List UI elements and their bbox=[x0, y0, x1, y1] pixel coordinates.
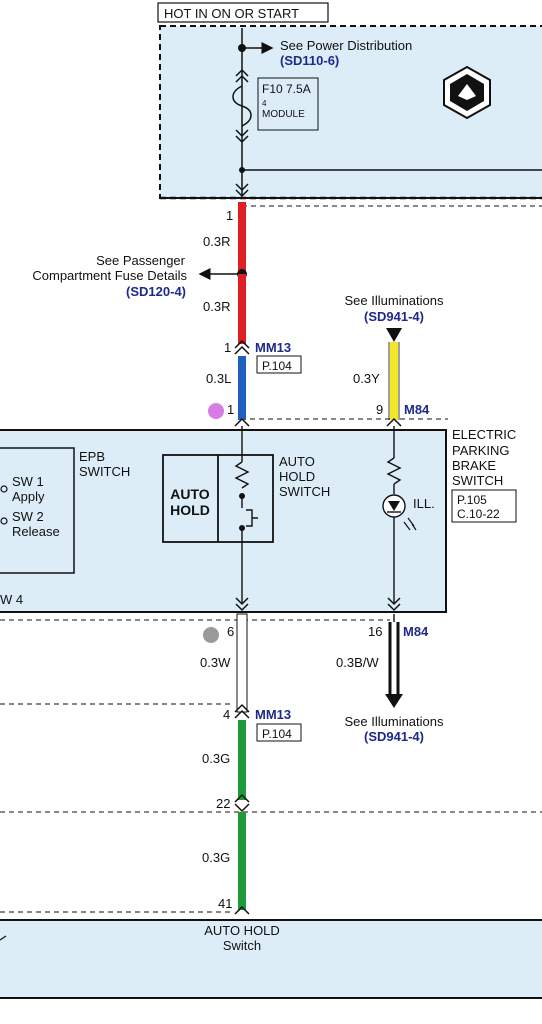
epb-switch-title-1: EPB bbox=[79, 449, 105, 464]
illum-bottom-ref: (SD941-4) bbox=[364, 729, 424, 744]
mm13-upper-label: MM13 bbox=[255, 340, 291, 355]
wire-label-green-lower: 0.3G bbox=[202, 850, 230, 865]
mm13-lower-page-box bbox=[256, 723, 302, 742]
component-name-2: PARKING bbox=[452, 443, 510, 458]
sw2-line1: SW 2 bbox=[12, 509, 44, 524]
auto-hold-btn-2: HOLD bbox=[170, 502, 210, 518]
mm13-upper-pin: 1 bbox=[224, 340, 231, 355]
component-name-3: BRAKE bbox=[452, 458, 496, 473]
fuse-rating: F10 7.5A bbox=[262, 82, 311, 96]
brand-logo-icon bbox=[443, 65, 491, 120]
epb-in-pin: 1 bbox=[227, 402, 234, 417]
illum-top-ref: (SD941-4) bbox=[364, 309, 424, 324]
mm13-upper-page-box bbox=[256, 355, 302, 374]
bottom-label-1: AUTO HOLD bbox=[204, 923, 280, 938]
pin-dot-gray bbox=[203, 627, 219, 643]
sw1-contact-icon bbox=[0, 485, 8, 493]
component-page-box bbox=[451, 489, 517, 523]
mm13-lower-page: P.104 bbox=[262, 727, 292, 741]
m84-lower-label: M84 bbox=[403, 624, 429, 639]
wire-label-white: 0.3W bbox=[200, 655, 231, 670]
sw4-partial: W 4 bbox=[0, 592, 23, 607]
hot-label-box bbox=[157, 2, 329, 23]
auto-hold-label-3: SWITCH bbox=[279, 484, 330, 499]
auto-hold-btn-1: AUTO bbox=[170, 486, 210, 502]
m84-lower-pin: 16 bbox=[368, 624, 382, 639]
wire-label-green-upper: 0.3G bbox=[202, 751, 230, 766]
illum-top-note: See Illuminations bbox=[345, 293, 444, 308]
auto-hold-label-1: AUTO bbox=[279, 454, 315, 469]
illum-arrow-in-icon bbox=[386, 328, 402, 342]
auto-hold-label-2: HOLD bbox=[279, 469, 315, 484]
m84-upper-pin: 9 bbox=[376, 402, 383, 417]
wire-label-black: 0.3B/W bbox=[336, 655, 379, 670]
pin-22: 22 bbox=[216, 796, 230, 811]
illum-bottom-note: See Illuminations bbox=[345, 714, 444, 729]
mm13-upper-page: P.104 bbox=[262, 359, 292, 373]
bottom-label-2: Switch bbox=[223, 938, 261, 953]
splice-note-line1: See Passenger bbox=[96, 253, 186, 268]
mm13-lower-label: MM13 bbox=[255, 707, 291, 722]
sw2-contact-icon bbox=[0, 517, 8, 525]
fuse-icon bbox=[232, 85, 252, 127]
component-name-1: ELECTRIC bbox=[452, 427, 516, 442]
wire-label-blue: 0.3L bbox=[206, 371, 231, 386]
epb-out-pin: 6 bbox=[227, 624, 234, 639]
wire-white bbox=[236, 613, 248, 713]
resistor-icon bbox=[234, 461, 250, 489]
epb-switch-box bbox=[0, 447, 75, 574]
see-power-note: See Power Distribution bbox=[280, 38, 412, 53]
sw2-line2: Release bbox=[12, 524, 60, 539]
wire-label-red-lower: 0.3R bbox=[203, 299, 230, 314]
pin-dot-pink bbox=[208, 403, 224, 419]
component-page-2: C.10-22 bbox=[457, 507, 500, 521]
epb-switch-title-2: SWITCH bbox=[79, 464, 130, 479]
bottom-module bbox=[0, 919, 542, 999]
component-name-4: SWITCH bbox=[452, 473, 503, 488]
sw1-line1: SW 1 bbox=[12, 474, 44, 489]
pin-41: 41 bbox=[218, 896, 232, 911]
pushbutton-switch-icon bbox=[241, 502, 258, 527]
mm13-lower-pin: 4 bbox=[223, 707, 230, 722]
fuse-number: 4 bbox=[262, 99, 267, 108]
wire-label-yellow: 0.3Y bbox=[353, 371, 380, 386]
hot-label: HOT IN ON OR START bbox=[164, 6, 299, 21]
see-power-ref: (SD110-6) bbox=[280, 53, 339, 68]
fuse-label-box bbox=[257, 77, 319, 131]
ill-label: ILL. bbox=[413, 496, 435, 511]
fuse-circuit: MODULE bbox=[262, 109, 305, 120]
pin-top: 1 bbox=[226, 208, 233, 223]
m84-upper-label: M84 bbox=[404, 402, 430, 417]
illum-arrow-out-icon bbox=[385, 694, 403, 708]
component-page-1: P.105 bbox=[457, 493, 487, 507]
illum-resistor-icon bbox=[386, 457, 402, 485]
wire-label-red-upper: 0.3R bbox=[203, 234, 230, 249]
splice-note-line2: Compartment Fuse Details bbox=[32, 268, 187, 283]
splice-ref: (SD120-4) bbox=[126, 284, 186, 299]
sw1-line2: Apply bbox=[12, 489, 45, 504]
